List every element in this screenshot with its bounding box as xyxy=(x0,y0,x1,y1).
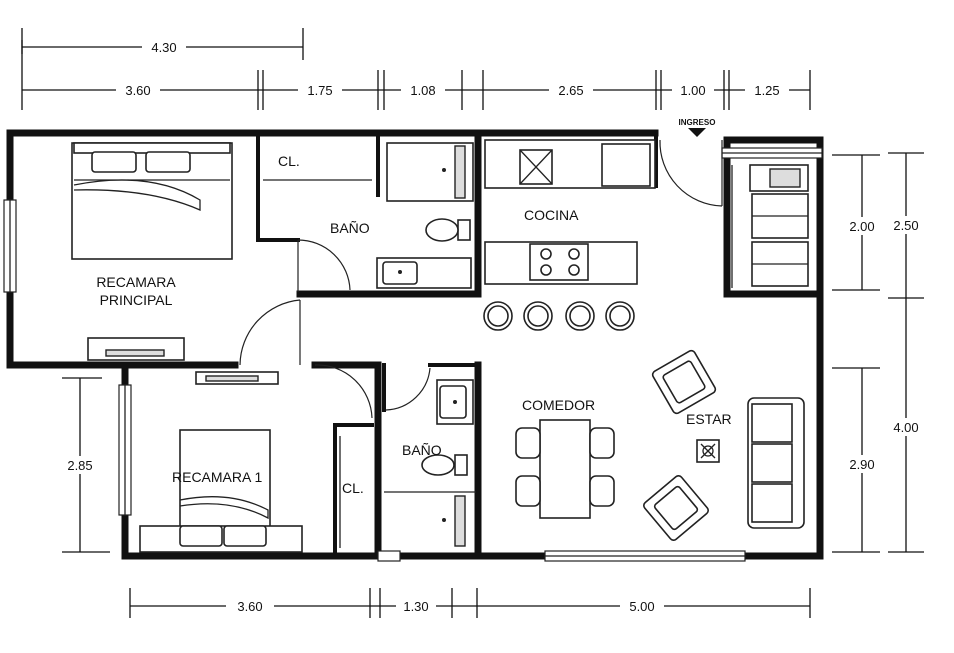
label-recamara-principal-2: PRINCIPAL xyxy=(100,292,173,308)
bottom-shower xyxy=(384,491,476,547)
dim-right-inner-1: 2.00 xyxy=(849,219,874,234)
windows xyxy=(3,147,823,562)
armchair-top xyxy=(651,349,717,415)
dining-table xyxy=(515,419,615,519)
coffee-table xyxy=(696,439,720,463)
label-bano-top: BAÑO xyxy=(330,220,370,236)
principal-tv-stand xyxy=(87,337,185,361)
dim-top-seg-2: 1.75 xyxy=(307,83,332,98)
label-cocina: COCINA xyxy=(524,207,579,223)
principal-tv xyxy=(105,349,165,357)
laundry-nook xyxy=(731,164,809,288)
doors xyxy=(239,139,723,419)
dim-bottom-seg-2: 1.30 xyxy=(403,599,428,614)
dim-right-outer-2: 4.00 xyxy=(893,420,918,435)
entrance-marker: INGRESO xyxy=(679,118,716,137)
bottom-toilet xyxy=(421,454,468,476)
top-toilet xyxy=(425,218,471,242)
dim-right-inner-2: 2.90 xyxy=(849,457,874,472)
dim-top-seg-1: 3.60 xyxy=(125,83,150,98)
label-estar: ESTAR xyxy=(686,411,732,427)
walls xyxy=(6,129,824,560)
dim-top-seg-4: 2.65 xyxy=(558,83,583,98)
label-recamara-1: RECAMARA 1 xyxy=(172,469,262,485)
recamara1-tv xyxy=(205,375,259,382)
principal-bed xyxy=(71,142,233,260)
dim-top-seg-5: 1.00 xyxy=(680,83,705,98)
label-recamara-principal-1: RECAMARA xyxy=(96,274,176,290)
top-shower xyxy=(386,142,474,202)
dim-top-seg-6: 1.25 xyxy=(754,83,779,98)
dim-left: 2.85 xyxy=(67,458,92,473)
dim-bottom-seg-1: 3.60 xyxy=(237,599,262,614)
kitchen-island xyxy=(484,241,638,285)
label-closet-top: CL. xyxy=(278,153,300,169)
room-labels: RECAMARA PRINCIPAL CL. BAÑO COCINA COMED… xyxy=(96,153,731,496)
label-comedor: COMEDOR xyxy=(522,397,595,413)
label-bano-bottom: BAÑO xyxy=(402,442,442,458)
dim-right-outer-1: 2.50 xyxy=(893,218,918,233)
label-closet-bottom: CL. xyxy=(342,480,364,496)
entrance-label: INGRESO xyxy=(679,118,716,127)
dim-bottom-seg-3: 5.00 xyxy=(629,599,654,614)
recamara1-bed xyxy=(139,429,303,553)
sofa xyxy=(747,397,805,529)
kitchen-counter-top xyxy=(484,139,656,189)
top-sink xyxy=(376,257,472,289)
bottom-sink xyxy=(436,379,474,425)
dim-top-seg-3: 1.08 xyxy=(410,83,435,98)
dimension-lines: 4.30 3.60 1.75 1.08 2.65 1.00 1.25 3.60 … xyxy=(21,28,928,618)
bar-stools xyxy=(483,301,635,331)
dim-top-overall: 4.30 xyxy=(151,40,176,55)
armchair-bottom xyxy=(643,475,709,541)
